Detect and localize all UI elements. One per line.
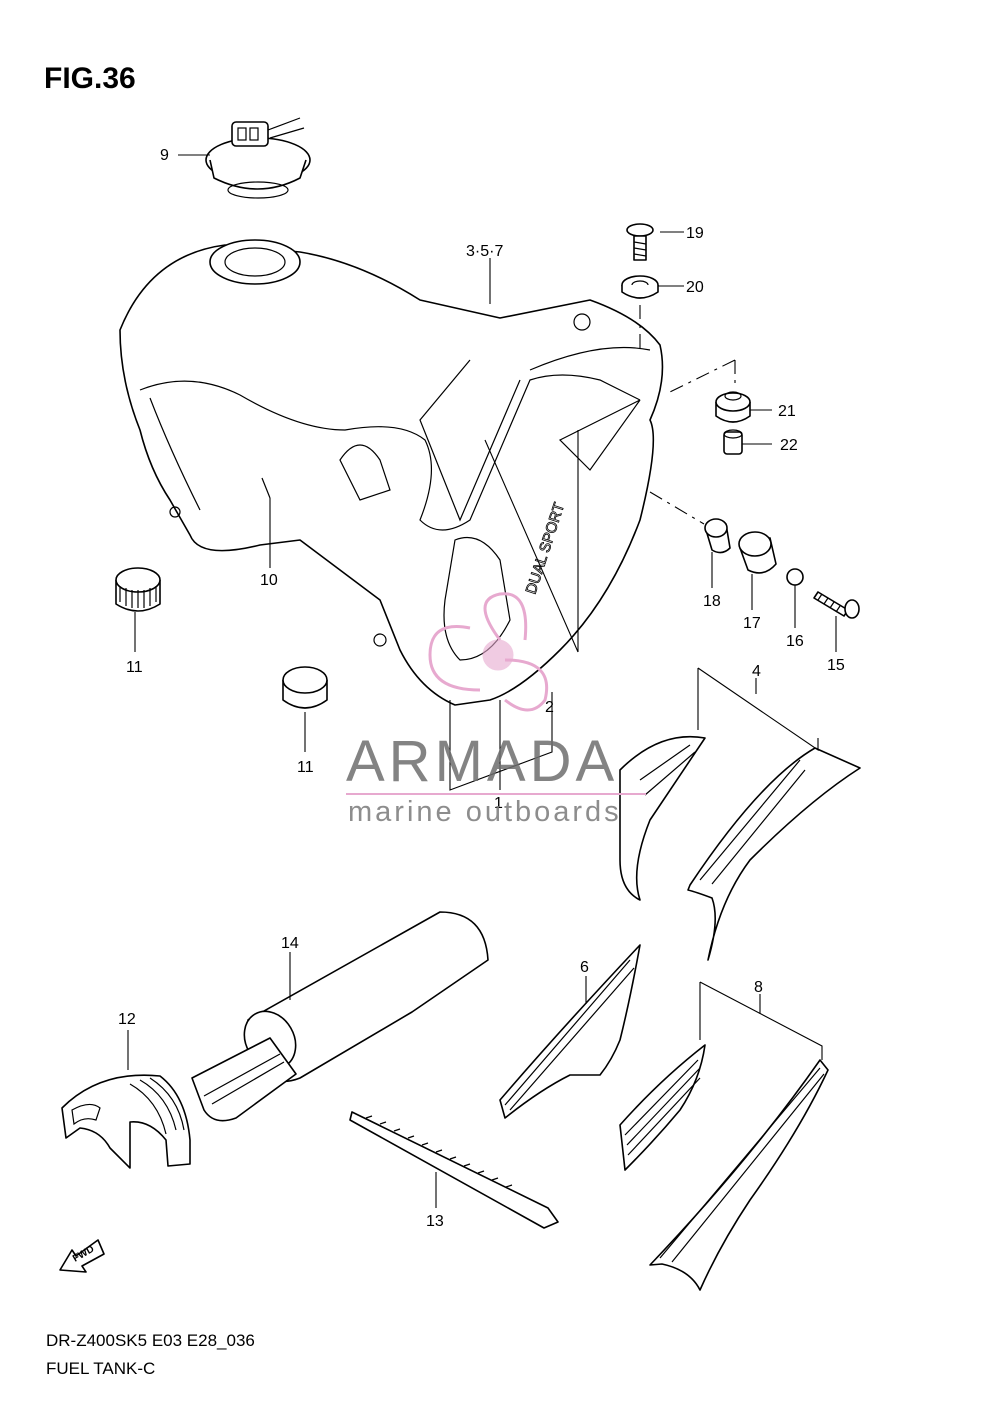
watermark-divider (346, 793, 646, 795)
cushion-part-17[interactable] (738, 531, 777, 574)
cushion-part-18[interactable] (704, 518, 731, 554)
collar-part-21[interactable] (715, 391, 751, 423)
strap-part-10[interactable] (261, 477, 271, 499)
armada-logo-icon (428, 592, 548, 712)
washer-part-16[interactable] (786, 568, 804, 586)
callout-9: 9 (160, 147, 169, 164)
callout-21: 21 (778, 403, 796, 420)
grommet-part-11-left[interactable] (115, 567, 161, 612)
bolt-part-15[interactable] (813, 591, 860, 619)
callout-18: 18 (703, 593, 721, 610)
watermark-tagline: marine outboards (348, 796, 622, 828)
model-code: DR-Z400SK5 E03 E28_036 (46, 1331, 255, 1350)
callout-13: 13 (426, 1213, 444, 1230)
sleeve-part-14[interactable] (191, 911, 489, 1122)
callout-8: 8 (754, 979, 763, 996)
fuel-tank-part-1[interactable]: DUAL SPORT (119, 239, 664, 706)
callout-4: 4 (752, 663, 761, 680)
watermark-brand: ARMADA (346, 729, 619, 794)
spacer-part-22[interactable] (723, 429, 743, 455)
callout-22: 22 (780, 437, 798, 454)
callout-19: 19 (686, 225, 704, 242)
callout-3-5-7: 3·5·7 (466, 243, 503, 260)
callout-16: 16 (786, 633, 804, 650)
figure-title: FIG.36 (44, 62, 136, 95)
callout-12: 12 (118, 1011, 136, 1028)
callout-14: 14 (281, 935, 299, 952)
callout-2: 2 (545, 699, 554, 716)
callout-1: 1 (494, 795, 503, 812)
callout-11-right: 11 (297, 759, 314, 776)
cable-tie-part-13[interactable] (349, 1111, 559, 1229)
washer-part-20[interactable] (621, 275, 659, 299)
fwd-arrow-icon: FWD (59, 1239, 105, 1273)
cover-part-8[interactable] (619, 1044, 829, 1291)
callout-20: 20 (686, 279, 704, 296)
fuel-cap-part-9[interactable] (205, 117, 311, 199)
section-name: FUEL TANK-C (46, 1359, 156, 1378)
side-cover-part-4[interactable] (619, 735, 861, 961)
callout-17: 17 (743, 615, 761, 632)
leader-lines (127, 154, 837, 1208)
callout-10: 10 (260, 572, 278, 589)
callout-6: 6 (580, 959, 589, 976)
callout-11-left: 11 (126, 659, 143, 676)
bolt-part-19[interactable] (626, 223, 654, 261)
small-cover-part-6[interactable] (499, 944, 641, 1119)
callout-15: 15 (827, 657, 845, 674)
clamp-part-12[interactable] (61, 1074, 191, 1169)
grommet-part-11-right[interactable] (282, 666, 328, 709)
